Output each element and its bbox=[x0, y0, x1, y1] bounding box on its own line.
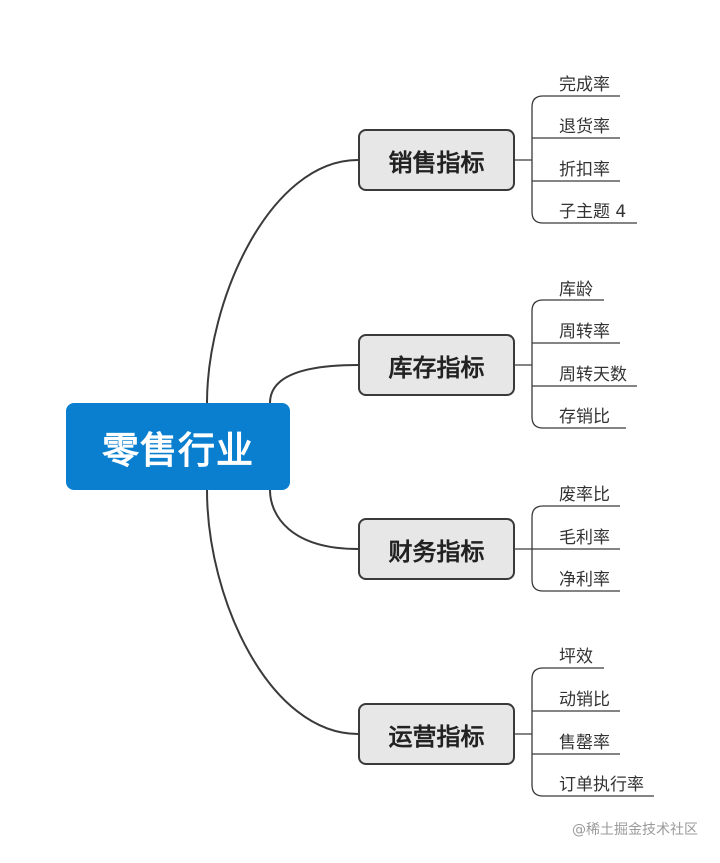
branch-finance[interactable]: 财务指标 bbox=[358, 518, 515, 580]
connector-root-sales bbox=[206, 159, 359, 404]
leaf-topic[interactable]: 毛利率 bbox=[559, 528, 610, 548]
leaf-topic[interactable]: 子主题 4 bbox=[559, 202, 627, 222]
leaf-topic[interactable]: 折扣率 bbox=[559, 160, 610, 180]
branch-inventory[interactable]: 库存指标 bbox=[358, 334, 515, 396]
branch-label: 库存指标 bbox=[388, 353, 485, 382]
connector-group-sales bbox=[515, 95, 637, 224]
leaf-topic[interactable]: 订单执行率 bbox=[559, 775, 644, 795]
connector-root-finance bbox=[269, 489, 359, 550]
leaf-topic[interactable]: 存销比 bbox=[559, 407, 610, 427]
connector-root-operations bbox=[206, 489, 359, 735]
branch-sales[interactable]: 销售指标 bbox=[358, 129, 515, 191]
branch-label: 财务指标 bbox=[388, 537, 485, 566]
root-topic-label: 零售行业 bbox=[102, 428, 254, 472]
watermark: @稀土掘金技术社区 bbox=[572, 822, 698, 838]
branch-operations[interactable]: 运营指标 bbox=[358, 703, 515, 765]
leaf-topic[interactable]: 动销比 bbox=[559, 690, 610, 710]
branch-label: 运营指标 bbox=[388, 722, 485, 751]
root-topic[interactable]: 零售行业 bbox=[66, 403, 290, 490]
branch-label: 销售指标 bbox=[388, 148, 485, 177]
leaf-topic[interactable]: 完成率 bbox=[559, 75, 610, 95]
leaf-topic[interactable]: 净利率 bbox=[559, 570, 610, 590]
leaf-topic[interactable]: 售罄率 bbox=[559, 733, 610, 753]
leaf-topic[interactable]: 周转天数 bbox=[559, 365, 627, 385]
leaf-topic[interactable]: 坪效 bbox=[559, 647, 593, 667]
connector-group-finance bbox=[515, 505, 620, 592]
connector-group-inventory bbox=[515, 299, 637, 429]
leaf-topic[interactable]: 库龄 bbox=[559, 280, 593, 300]
leaf-topic[interactable]: 废率比 bbox=[559, 485, 610, 505]
leaf-topic[interactable]: 周转率 bbox=[559, 322, 610, 342]
connector-group-operations bbox=[515, 667, 654, 797]
connector-root-inventory bbox=[269, 364, 359, 404]
leaf-topic[interactable]: 退货率 bbox=[559, 117, 610, 137]
